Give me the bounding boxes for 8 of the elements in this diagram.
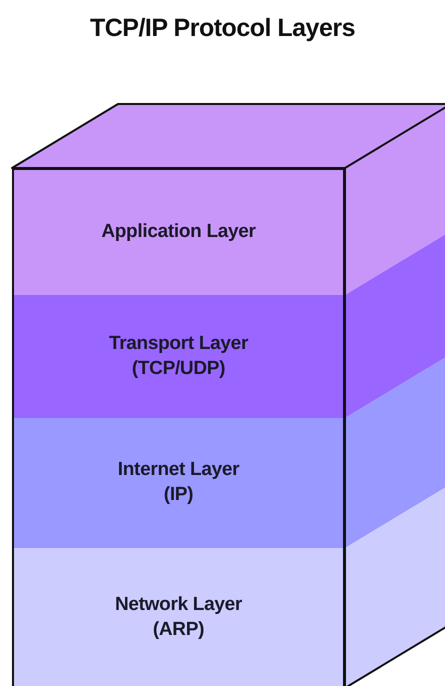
layer-name: Transport Layer <box>108 332 248 356</box>
layer-name: Internet Layer <box>118 458 240 482</box>
protocol-name: (TCP/UDP) <box>132 356 226 380</box>
protocol-name: (IP) <box>164 483 194 507</box>
layer-name: Application Layer <box>101 220 256 244</box>
layer-name: Network Layer <box>114 593 242 618</box>
protocol-name: (ARP) <box>152 618 204 642</box>
diagram-title: TCP/IP Protocol Layers <box>88 14 356 43</box>
